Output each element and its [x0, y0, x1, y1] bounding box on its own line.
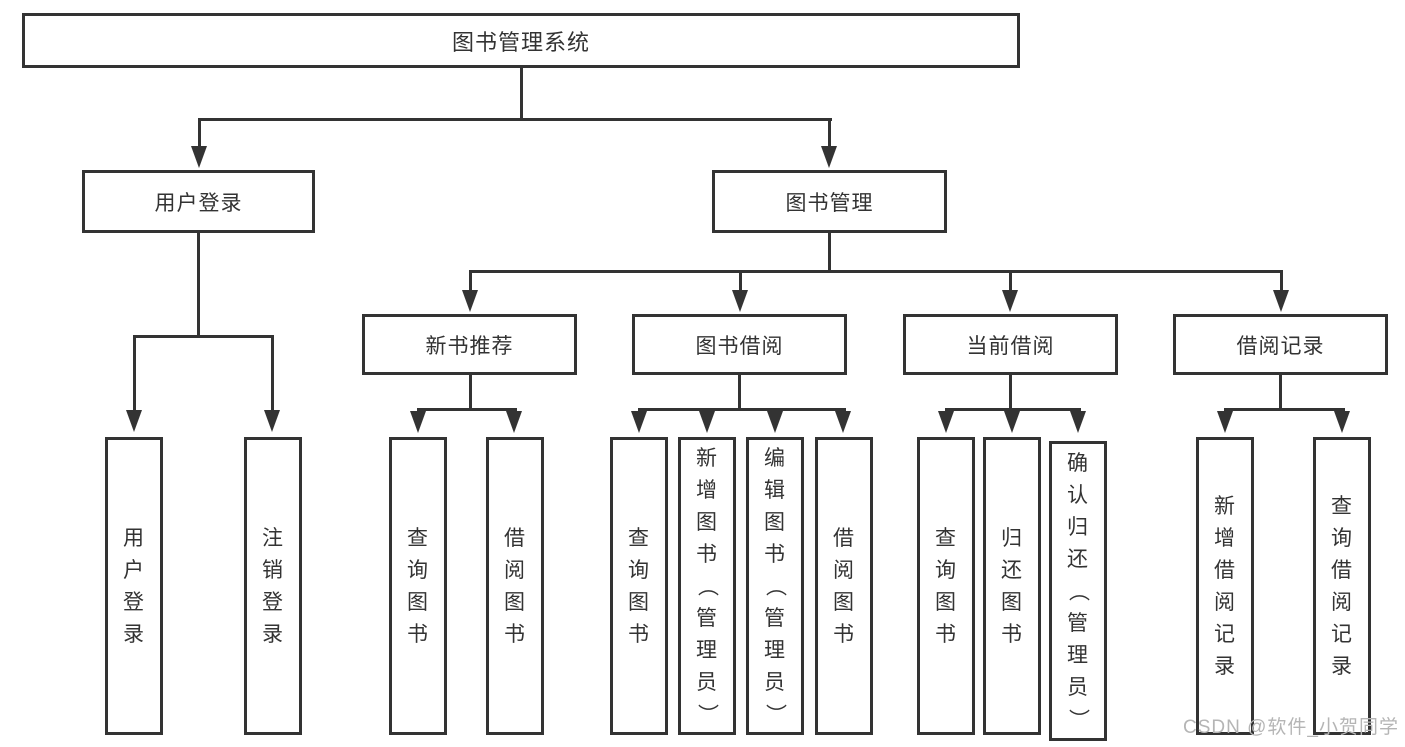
edge-to-user-login — [198, 121, 201, 148]
leaf-current-confirm-return-label: 确认归还（管理员） — [1066, 451, 1090, 731]
csdn-watermark: CSDN @软件_小贺同学 — [1183, 717, 1399, 738]
arrow-head — [1002, 290, 1018, 312]
leaf-recommend-query-books-label: 查询图书 — [407, 526, 429, 646]
leaf-borrow-query-books-label: 查询图书 — [628, 526, 650, 646]
arrow-head — [631, 411, 647, 433]
node-borrow-records-label: 借阅记录 — [1236, 334, 1325, 358]
node-new-book-recommend: 新书推荐 — [362, 314, 577, 375]
leaf-current-query-books: 查询图书 — [917, 437, 975, 735]
node-book-mgmt-label: 图书管理 — [785, 191, 874, 215]
leaf-recommend-borrow-books: 借阅图书 — [486, 437, 544, 735]
node-user-login: 用户登录 — [82, 170, 315, 233]
arrow-head — [410, 411, 426, 433]
edge-book-mgmt-split — [469, 270, 1283, 273]
node-new-book-recommend-label: 新书推荐 — [425, 334, 514, 358]
leaf-user-login: 用户登录 — [105, 437, 163, 735]
leaf-records-add-record: 新增借阅记录 — [1196, 437, 1254, 735]
arrow-head — [1070, 411, 1086, 433]
leaf-current-return-books: 归还图书 — [983, 437, 1041, 735]
leaf-current-confirm-return: 确认归还（管理员） — [1049, 441, 1107, 741]
arrow-head — [938, 411, 954, 433]
node-user-login-label: 用户登录 — [154, 191, 243, 215]
arrow-head — [126, 410, 142, 432]
arrow-head — [506, 411, 522, 433]
arrow-head — [1004, 411, 1020, 433]
edge-current-borrow-trunk — [1009, 375, 1012, 411]
arrow-head — [821, 146, 837, 168]
edge-root-split — [198, 118, 832, 121]
arrow-head — [732, 290, 748, 312]
leaf-current-query-books-label: 查询图书 — [935, 526, 957, 646]
node-current-borrow: 当前借阅 — [903, 314, 1118, 375]
node-book-borrow: 图书借阅 — [632, 314, 847, 375]
leaf-borrow-edit-books-label: 编辑图书（管理员） — [763, 446, 787, 726]
leaf-borrow-add-books: 新增图书（管理员） — [678, 437, 736, 735]
leaf-recommend-borrow-books-label: 借阅图书 — [504, 526, 526, 646]
edge-to-leaf — [133, 338, 136, 412]
node-book-mgmt: 图书管理 — [712, 170, 947, 233]
edge-to-new-book-rec — [469, 273, 472, 292]
node-current-borrow-label: 当前借阅 — [966, 334, 1055, 358]
leaf-current-return-books-label: 归还图书 — [1001, 526, 1023, 646]
arrow-head — [1217, 411, 1233, 433]
leaf-borrow-borrow-books: 借阅图书 — [815, 437, 873, 735]
edge-borrow-records-trunk — [1279, 375, 1282, 411]
leaf-records-add-record-label: 新增借阅记录 — [1214, 494, 1236, 678]
arrow-head — [1273, 290, 1289, 312]
edge-borrow-records-split — [1224, 408, 1345, 411]
leaf-user-login-label: 用户登录 — [123, 526, 145, 646]
leaf-records-query-record: 查询借阅记录 — [1313, 437, 1371, 735]
leaf-recommend-query-books: 查询图书 — [389, 437, 447, 735]
arrow-head — [835, 411, 851, 433]
node-root: 图书管理系统 — [22, 13, 1020, 68]
arrow-head — [699, 411, 715, 433]
arrow-head — [1334, 411, 1350, 433]
arrow-head — [264, 410, 280, 432]
node-book-borrow-label: 图书借阅 — [695, 334, 784, 358]
node-borrow-records: 借阅记录 — [1173, 314, 1388, 375]
edge-to-current-borrow — [1009, 273, 1012, 292]
arrow-head — [462, 290, 478, 312]
edge-current-borrow-split — [945, 408, 1081, 411]
edge-user-login-split — [133, 335, 274, 338]
edge-book-borrow-trunk — [738, 375, 741, 411]
node-root-label: 图书管理系统 — [451, 29, 590, 55]
arrow-head — [767, 411, 783, 433]
arrow-head — [191, 146, 207, 168]
edge-root-trunk — [520, 66, 523, 121]
edge-to-leaf — [271, 338, 274, 412]
leaf-borrow-edit-books: 编辑图书（管理员） — [746, 437, 804, 735]
leaf-borrow-add-books-label: 新增图书（管理员） — [695, 446, 719, 726]
edge-to-borrow-records — [1280, 273, 1283, 292]
edge-new-book-rec-split — [417, 408, 517, 411]
edge-new-book-rec-trunk — [469, 375, 472, 411]
edge-user-login-trunk — [197, 233, 200, 338]
leaf-logout: 注销登录 — [244, 437, 302, 735]
leaf-borrow-borrow-books-label: 借阅图书 — [833, 526, 855, 646]
edge-book-borrow-split — [638, 408, 846, 411]
edge-to-book-borrow — [739, 273, 742, 292]
leaf-logout-label: 注销登录 — [262, 526, 284, 646]
leaf-borrow-query-books: 查询图书 — [610, 437, 668, 735]
edge-to-book-mgmt — [828, 121, 831, 148]
edge-book-mgmt-trunk — [828, 233, 831, 273]
leaf-records-query-record-label: 查询借阅记录 — [1331, 494, 1353, 678]
